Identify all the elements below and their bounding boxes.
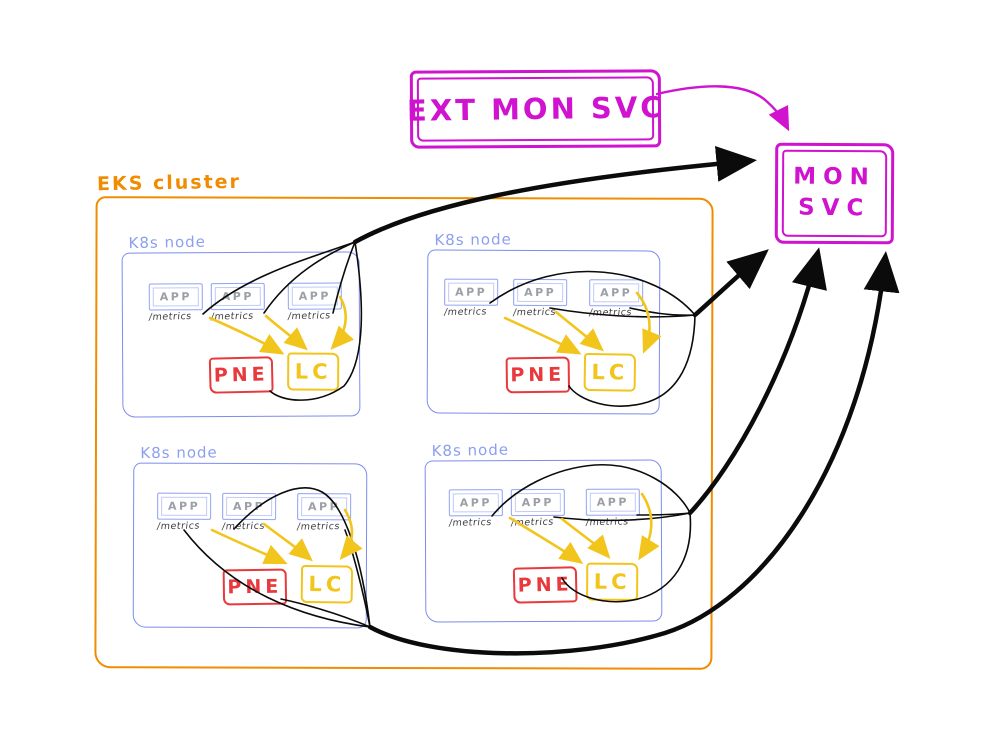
app-box: APP [222,492,277,521]
metrics-endpoint-label: /metrics [221,520,266,533]
app-label: APP [221,289,254,304]
k8s-node-label: K8s node [140,443,218,463]
k8s-node-4: K8s node APP /metrics APP /metrics APP /… [424,441,663,623]
pne-box: PNE [512,566,578,604]
lc-box: LC [583,352,637,392]
arrow-extmonsvc-to-monsvc [655,85,790,132]
ext-mon-svc-inner-border: EXT MON SVC [407,76,665,142]
k8s-node-3: K8s node APP /metrics APP /metrics APP /… [132,443,368,629]
app-box: APP [513,278,568,307]
pne-box: PNE [208,356,274,394]
app-label: APP [308,500,341,514]
metrics-endpoint-label: /metrics [148,310,193,323]
app-label: APP [233,499,266,514]
app-label: APP [596,495,629,509]
metrics-endpoint-label: /metrics [585,516,630,529]
app-label: APP [524,285,557,300]
mon-svc-inner-border: MON SVC [781,149,888,238]
app-box: APP [287,282,342,310]
metrics-endpoint-label: /metrics [296,521,341,533]
k8s-node-label: K8s node [434,230,512,250]
pne-box: PNE [222,568,288,606]
app-box: APP [148,283,203,311]
k8s-node-2: K8s node APP /metrics APP /metrics APP /… [426,230,661,415]
app-box: APP [589,279,644,307]
app-label: APP [298,289,331,303]
lc-box: LC [300,564,354,604]
metrics-endpoint-label: /metrics [588,307,633,319]
app-box: APP [585,488,640,516]
app-box: APP [297,493,352,521]
k8s-node-label: K8s node [128,232,207,253]
app-box: APP [444,278,499,306]
app-box: APP [157,492,212,520]
metrics-endpoint-label: /metrics [512,306,557,319]
app-label: APP [600,286,633,300]
ext-mon-svc-box: EXT MON SVC [407,69,665,149]
metrics-endpoint-label: /metrics [156,520,201,533]
mon-svc-label-line2: SVC [798,195,871,222]
app-label: APP [455,285,488,299]
metrics-endpoint-label: /metrics [448,516,493,529]
k8s-node-1: K8s node APP /metrics APP /metrics APP /… [121,233,361,418]
app-label: APP [159,290,192,304]
app-box: APP [448,489,503,517]
lc-box: LC [287,352,340,391]
mon-svc-label-line1: MON [793,163,877,191]
app-label: APP [521,495,554,510]
app-box: APP [210,282,265,311]
mon-svc-box: MON SVC [774,142,895,245]
app-label: APP [168,499,201,513]
k8s-node-label: K8s node [431,440,510,461]
metrics-endpoint-label: /metrics [287,310,332,323]
app-label: APP [459,496,492,510]
metrics-endpoint-label: /metrics [210,310,255,323]
app-box: APP [510,488,565,517]
metrics-endpoint-label: /metrics [510,516,555,529]
ext-mon-svc-label: EXT MON SVC [406,90,665,128]
pne-box: PNE [505,356,571,394]
eks-cluster-label: EKS cluster [96,170,242,196]
lc-box: LC [586,562,639,601]
metrics-endpoint-label: /metrics [443,306,488,319]
